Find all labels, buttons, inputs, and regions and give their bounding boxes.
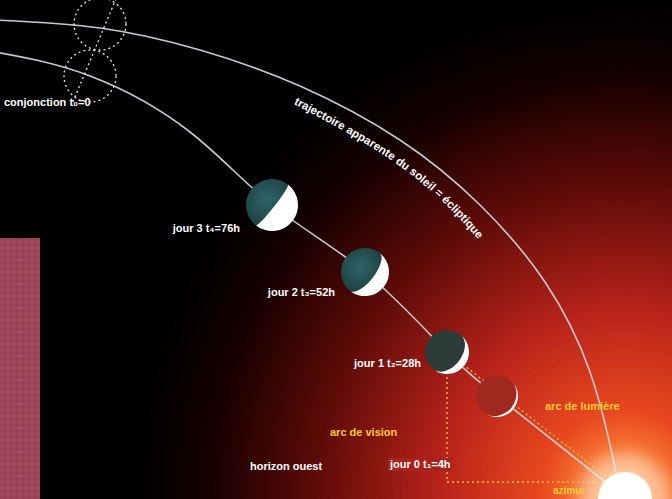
moon	[425, 330, 478, 383]
diagram-label: jour 1 t₂=28h	[354, 357, 421, 370]
ecliptic-label: trajectoire apparente du soleil = éclipt…	[293, 95, 486, 241]
sun	[579, 453, 671, 499]
moon-crescent	[350, 253, 398, 306]
orbit-arcs	[0, 20, 618, 492]
conjunction-circle	[74, 0, 126, 50]
moon	[246, 179, 308, 241]
moon	[476, 375, 526, 425]
sun-disk	[598, 472, 652, 499]
orbit-arc	[0, 20, 616, 472]
conjunction-axis	[72, 0, 118, 104]
orbit-arc	[0, 52, 618, 492]
diagram-label: horizon ouest	[250, 460, 322, 473]
diagram-label: jour 3 t₄=76h	[173, 222, 240, 235]
moon-crescent	[433, 335, 477, 383]
diagram-label: jour 2 t₃=52h	[268, 286, 335, 299]
sun-glow	[579, 453, 671, 499]
diagram-label: azimut	[553, 484, 585, 497]
diagram-label: conjonction t₀=0	[4, 96, 91, 109]
moon-crescent	[256, 185, 309, 242]
moon	[341, 248, 399, 306]
diagram-label: arc de lumière	[545, 400, 620, 413]
conjunction-circle	[64, 50, 116, 102]
sight-lines	[447, 352, 618, 486]
ecliptic-label: trajectoire apparente du soleil = éclipt…	[293, 95, 486, 241]
diagram-label: arc de vision	[330, 426, 397, 439]
side-strip	[0, 238, 40, 499]
diagram-label: jour 0 t₁=4h	[388, 458, 452, 471]
light-line	[447, 352, 618, 486]
moon-phases	[246, 179, 526, 425]
conjunction-marks	[64, 0, 126, 104]
moon-crescent	[484, 379, 526, 425]
